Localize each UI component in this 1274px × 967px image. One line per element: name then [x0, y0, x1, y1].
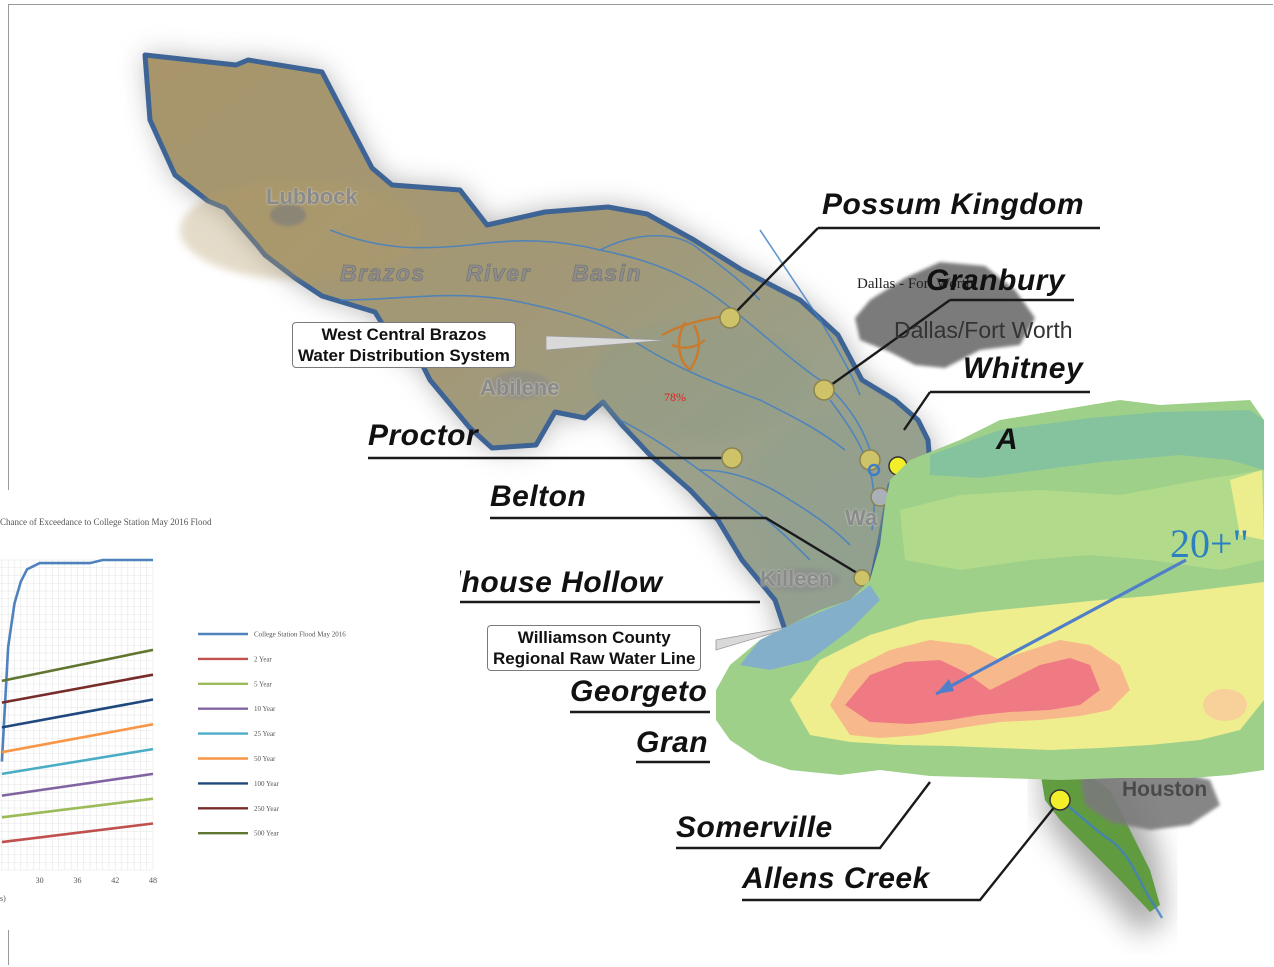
legend-label: 50 Year: [254, 755, 276, 763]
rainfall-red-zone: [845, 658, 1100, 724]
legend-label: College Station Flood May 2016: [254, 631, 346, 639]
legend-label: 100 Year: [254, 780, 280, 788]
reservoir-label-belton: Belton: [490, 480, 587, 513]
percent-label: 78%: [664, 390, 686, 404]
series-line-2: [1, 797, 154, 819]
chart-grid: [0, 559, 154, 871]
reservoir-label-possum-kingdom: Possum Kingdom: [822, 188, 1085, 221]
waco-lake-icon: [867, 463, 881, 477]
series-line-0: [0, 558, 153, 762]
rainfall-overlay: [716, 400, 1264, 780]
legend-label: 500 Year: [254, 830, 280, 838]
lower-basin-shape: [1040, 770, 1160, 912]
series-line-5: [1, 723, 154, 754]
west-central-callout-pointer: [545, 335, 669, 351]
killeen-city-area: [760, 568, 840, 592]
x-tick-label: 30: [36, 876, 44, 885]
west-central-pipeline: [661, 314, 726, 371]
city-label-houston: Houston: [1122, 778, 1208, 801]
legend-label: 10 Year: [254, 705, 276, 713]
series-line-3: [1, 772, 154, 797]
reservoir-label-aquilla-partial: A: [996, 423, 1019, 456]
reservoir-label-proctor: Proctor: [368, 419, 479, 452]
x-tick-label: 36: [73, 876, 81, 885]
series-line-8: [1, 648, 154, 683]
rainfall-max-arrow: [935, 558, 1187, 696]
city-label-killeen: Killeen: [760, 566, 833, 591]
arrow-head: [936, 679, 954, 694]
houston-city-area: [1080, 765, 1220, 830]
exceedance-chart-panel: Chance of Exceedance to College Station …: [0, 490, 460, 930]
basin-label-word-1: Brazos: [340, 260, 426, 287]
allens-creek-dam-marker: [1049, 789, 1071, 811]
basin-label-word-3: Basin: [572, 260, 643, 287]
dallas-fort-worth-city-area: [855, 262, 1035, 368]
slide-frame: [8, 4, 1273, 965]
legend-label: 25 Year: [254, 730, 276, 738]
chart-x-axis-label: s): [0, 894, 6, 903]
x-tick-label: 48: [149, 876, 157, 885]
series-line-7: [1, 673, 154, 704]
city-label-abilene: Abilene: [480, 375, 560, 400]
callout-west-central-line-2: Water Distribution System: [298, 346, 510, 365]
reservoir-label-granger: Gran: [636, 726, 709, 759]
dallas-fort-worth-text: Dallas - Fort Worth: [857, 276, 974, 292]
chart-series: [0, 558, 154, 844]
x-tick-label: 42: [111, 876, 119, 885]
callout-williamson-county: Williamson County Regional Raw Water Lin…: [487, 625, 702, 671]
reservoir-label-somerville: Somerville: [676, 811, 833, 844]
chart-legend: College Station Flood May 2016 2 Year 5 Ye…: [198, 631, 346, 838]
legend-label: 2 Year: [254, 655, 273, 663]
abilene-city-area: [490, 371, 550, 399]
reservoir-label-georgetown: Georgeto: [570, 675, 708, 708]
legend-label: 250 Year: [254, 805, 280, 813]
city-label-lubbock: Lubbock: [266, 184, 358, 209]
rainfall-amount-label: 20+": [1170, 521, 1249, 566]
reservoir-label-allens-creek: Allens Creek: [742, 862, 930, 895]
exceedance-chart: 30 36 42 48 College Station Flood May 2016 2…: [0, 558, 346, 903]
city-label-dallas-fort-worth: Dallas/Fort Worth: [894, 317, 1073, 343]
reservoir-leader-lines: [368, 226, 1100, 902]
callout-williamson-line-1: Williamson County: [517, 628, 671, 647]
legend-label: 5 Year: [254, 680, 273, 688]
reservoir-label-whitney: Whitney: [963, 352, 1084, 385]
callout-west-central-brazos: West Central Brazos Water Distribution S…: [292, 322, 516, 368]
callout-williamson-line-2: Regional Raw Water Line: [493, 649, 696, 668]
chart-title: Chance of Exceedance to College Station …: [0, 517, 212, 527]
callout-west-central-line-1: West Central Brazos: [321, 325, 487, 344]
city-label-waco: Wa: [845, 505, 878, 530]
series-line-4: [1, 747, 154, 776]
basin-label-word-2: River: [466, 260, 532, 287]
series-line-6: [1, 698, 154, 729]
series-line-1: [1, 822, 154, 844]
reservoir-label-granbury: Granbury: [926, 264, 1066, 297]
chart-x-ticks: 30 36 42 48: [36, 876, 157, 885]
lubbock-city-area: [270, 204, 306, 226]
